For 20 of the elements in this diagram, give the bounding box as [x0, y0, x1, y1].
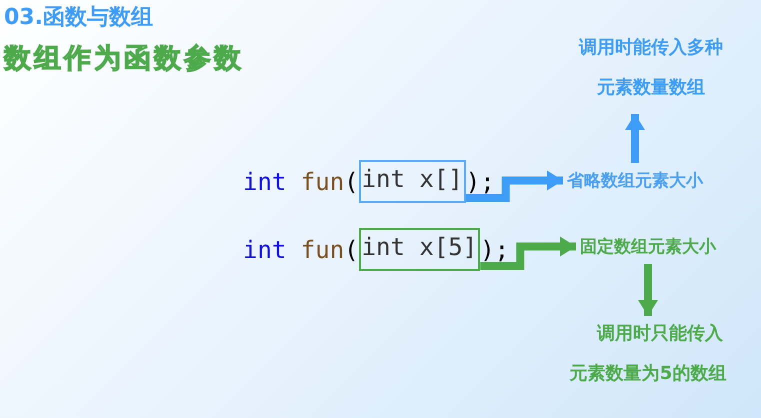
- code-text: );: [466, 168, 495, 196]
- code-text: int: [243, 168, 286, 196]
- slide-subtitle: 数组作为函数参数: [4, 42, 244, 76]
- code-text: );: [480, 236, 510, 264]
- slide-title: 03.函数与数组: [4, 4, 153, 32]
- arrow: [638, 264, 658, 316]
- arrow: [466, 170, 563, 202]
- highlight-box: int x[5]: [358, 228, 480, 271]
- code-text: fun: [300, 236, 344, 264]
- note-text: 固定数组元素大小: [580, 235, 716, 258]
- code-text: (: [344, 236, 359, 264]
- note-text: 省略数组元素大小: [567, 169, 703, 192]
- highlight-box: int x[]: [358, 160, 466, 203]
- arrow: [625, 114, 645, 163]
- note-text: 调用时只能传入元素数量为5的数组: [566, 314, 730, 394]
- code-text: fun: [300, 168, 344, 196]
- note-text: 调用时能传入多种元素数量数组: [574, 28, 728, 108]
- code-text: int: [243, 236, 286, 264]
- code-text: (: [344, 168, 359, 196]
- arrow: [480, 236, 576, 270]
